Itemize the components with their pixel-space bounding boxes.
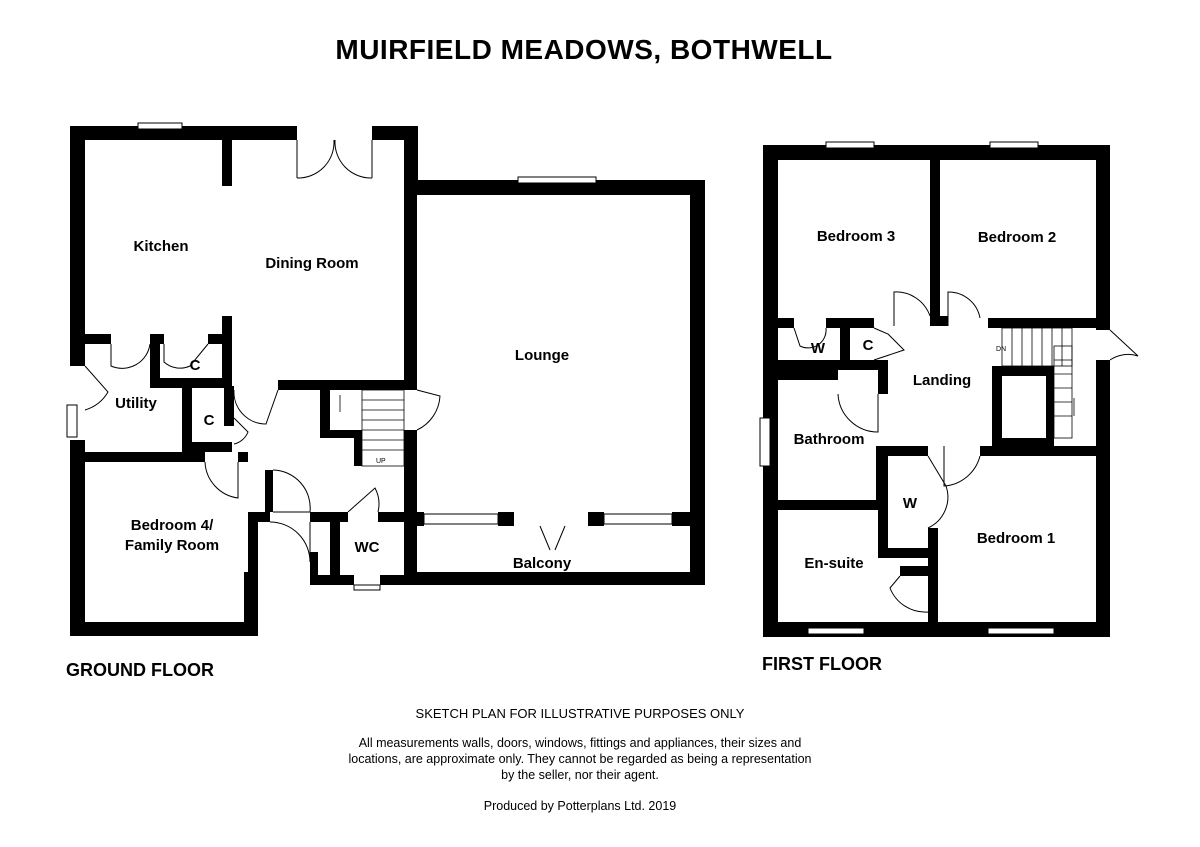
room-landing: Landing [913, 372, 971, 389]
notes-producer: Produced by Potterplans Ltd. 2019 [483, 799, 677, 813]
room-bedroom-2: Bedroom 2 [978, 229, 1056, 246]
ground-floor-label: GROUND FLOOR [66, 660, 214, 680]
room-cupboard-2: C [204, 412, 215, 429]
notes-heading: SKETCH PLAN FOR ILLUSTRATIVE PURPOSES ON… [415, 706, 745, 721]
room-lounge: Lounge [515, 347, 569, 364]
room-balcony: Balcony [513, 555, 572, 572]
ground-stair-label: UP [376, 458, 386, 465]
room-wardrobe-2: W [903, 495, 918, 512]
plan-title: MUIRFIELD MEADOWS, BOTHWELL [335, 34, 833, 65]
first-stair-label: DN [996, 346, 1006, 353]
room-wc: WC [355, 539, 380, 556]
plan-notes: SKETCH PLAN FOR ILLUSTRATIVE PURPOSES ON… [300, 706, 860, 813]
room-ensuite: En-suite [804, 555, 863, 572]
first-floor-label: FIRST FLOOR [762, 654, 882, 674]
ground-floor-doors [84, 139, 566, 563]
room-bedroom-4-line1: Bedroom 4/ [131, 517, 214, 534]
ground-floor-walls [70, 126, 705, 636]
room-bathroom: Bathroom [794, 431, 865, 448]
ground-floor-windows [66, 122, 673, 591]
room-bedroom-3: Bedroom 3 [817, 228, 895, 245]
room-utility: Utility [115, 395, 157, 412]
room-cupboard: C [863, 337, 874, 354]
room-cupboard-1: C [190, 357, 201, 374]
room-dining-room: Dining Room [265, 255, 358, 272]
first-floor-windows [759, 141, 1055, 635]
room-wardrobe-1: W [811, 340, 826, 357]
room-kitchen: Kitchen [133, 238, 188, 255]
first-floor-doors [793, 291, 1139, 613]
first-floor-stairs [1001, 327, 1075, 439]
room-bedroom-1: Bedroom 1 [977, 530, 1055, 547]
notes-disclaimer: All measurements walls, doors, windows, … [348, 736, 812, 782]
room-bedroom-4-line2: Family Room [125, 537, 219, 554]
ground-floor-stairs [339, 389, 405, 467]
